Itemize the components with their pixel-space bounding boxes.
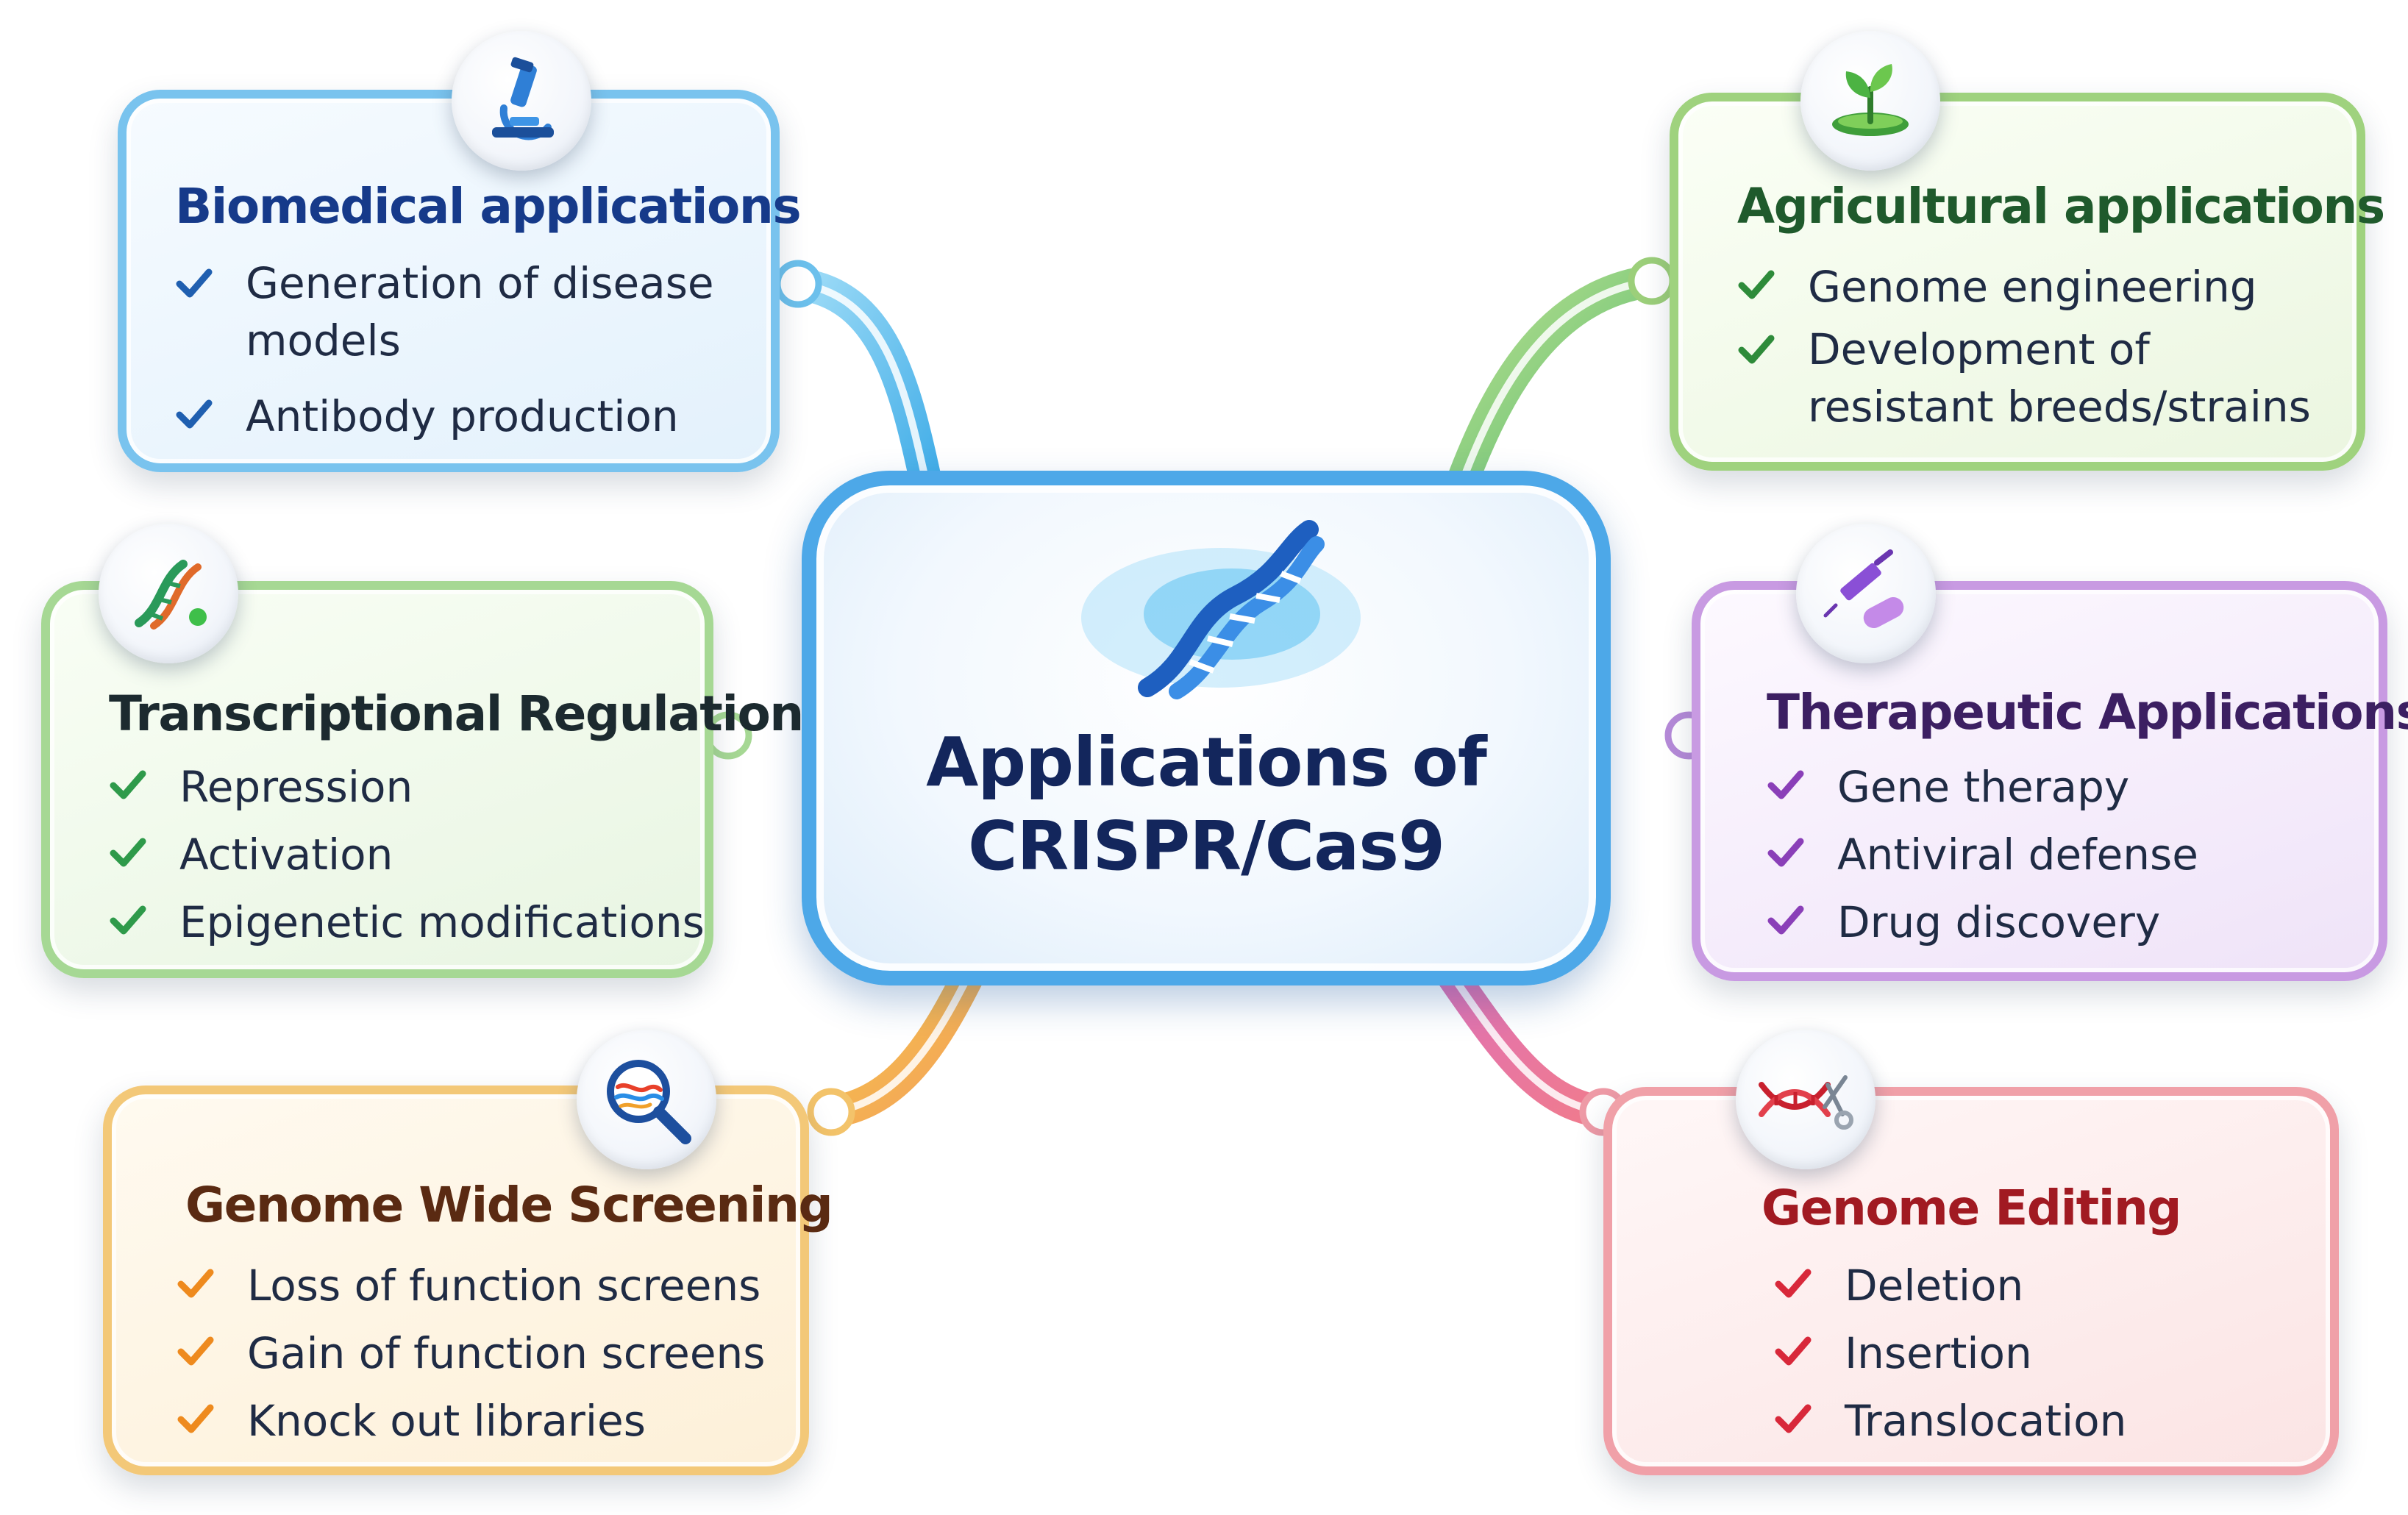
list-item: Deletion [1774,1252,2289,1319]
list-item: Translocation [1774,1387,2289,1455]
plant-sprout-icon [1800,31,1940,171]
card-agricultural: Agricultural applications Genome enginee… [1670,93,2385,471]
syringe-pill-icon [1796,524,1936,663]
check-icon [177,1265,215,1303]
list-item: Development of resistant breeds/strains [1737,321,2326,435]
check-icon [175,396,213,434]
dna-scissors-icon [1736,1030,1876,1169]
connector-screening [807,955,987,1136]
item-list: Genome engineering Development of resist… [1737,253,2326,449]
center-title-line1: Applications of [926,723,1487,802]
magnifier-icon [577,1030,716,1169]
card-title: Biomedical applications [175,178,802,235]
list-item: Antiviral defense [1767,821,2340,888]
list-item: Gene therapy [1767,753,2340,821]
list-item: Antibody production [175,382,734,450]
check-icon [1767,902,1805,940]
item-list: Generation of disease models Antibody pr… [175,254,734,450]
list-item: Activation [109,821,697,888]
card-editing: Genome Editing Deletion Insertion Transl… [1603,1087,2339,1475]
check-icon [1774,1333,1812,1371]
check-icon [177,1333,215,1371]
check-icon [1737,266,1775,304]
list-item: Generation of disease models [175,254,734,369]
card-title: Genome Editing [1761,1180,2182,1236]
connector-editing [1433,955,1628,1136]
list-item: Knock out libraries [177,1387,780,1455]
microscope-icon [452,31,591,171]
list-item: Gain of function screens [177,1319,780,1387]
check-icon [177,1400,215,1439]
list-item: Loss of function screens [177,1252,780,1319]
check-icon [1767,834,1805,872]
center-title: Applications of CRISPR/Cas9 [816,721,1596,888]
item-list: Deletion Insertion Translocation [1774,1252,2289,1455]
card-title: Transcriptional Regulation [109,685,804,742]
center-title-line2: CRISPR/Cas9 [967,807,1445,885]
card-screening: Genome Wide Screening Loss of function s… [103,1086,833,1475]
card-biomedical: Biomedical applications Generation of di… [118,90,802,472]
check-icon [175,265,213,303]
check-icon [1767,766,1805,805]
list-item: Drug discovery [1767,888,2340,956]
check-icon [109,766,147,805]
check-icon [1737,331,1775,369]
connector-agricultural [1447,257,1676,494]
check-icon [1774,1400,1812,1439]
item-list: Loss of function screens Gain of functio… [177,1252,780,1455]
item-list: Gene therapy Antiviral defense Drug disc… [1767,753,2340,956]
connector-biomedical [774,260,943,502]
item-list: Repression Activation Epigenetic modific… [109,753,705,956]
list-item: Genome engineering [1737,253,2326,321]
check-icon [1774,1265,1812,1303]
center-node: Applications of CRISPR/Cas9 [802,471,1611,985]
check-icon [109,834,147,872]
list-item: Insertion [1774,1319,2289,1387]
dna-helix-icon [1081,520,1361,699]
check-icon [109,902,147,940]
dna-green-icon [99,524,238,663]
card-title: Genome Wide Screening [185,1177,833,1233]
card-title: Agricultural applications [1737,178,2385,235]
card-title: Therapeutic Applications [1767,684,2408,741]
list-item: Epigenetic modifications [109,888,705,956]
list-item: Repression [109,753,697,821]
card-therapeutic: Therapeutic Applications Gene therapy An… [1692,581,2408,981]
